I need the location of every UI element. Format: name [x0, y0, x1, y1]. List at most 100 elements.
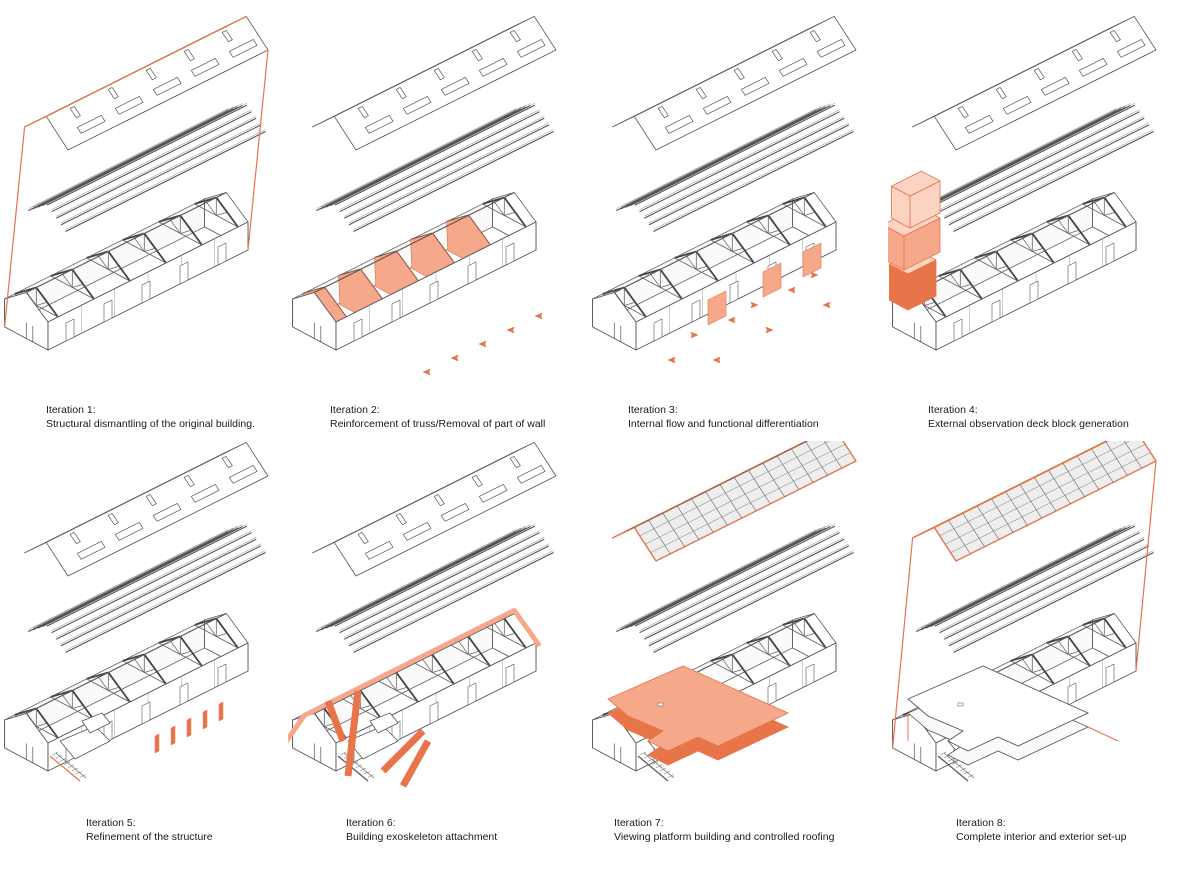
- purlin-edge: [348, 543, 549, 645]
- iteration-8-caption: Iteration 8: Complete interior and exter…: [956, 816, 1126, 844]
- purlin-edge: [51, 530, 252, 631]
- truss-web: [61, 272, 73, 288]
- front-wall-door: [353, 318, 363, 342]
- purlin: [616, 110, 817, 212]
- purlin: [60, 545, 262, 647]
- roof-front-plane: [933, 441, 1157, 562]
- purlin-edge: [625, 526, 826, 627]
- truss-web: [1104, 211, 1116, 216]
- skylight-opening: [76, 541, 106, 560]
- purlin: [620, 529, 822, 631]
- front-wall-door: [467, 261, 477, 285]
- skylight-opening: [357, 106, 369, 119]
- stair-tread: [655, 764, 663, 769]
- truss-web: [504, 211, 516, 216]
- truss-top-chord: [122, 232, 145, 241]
- truss-web: [985, 254, 997, 270]
- iteration-2-drawing: [292, 16, 557, 376]
- truss-web: [768, 229, 780, 234]
- exoskeleton-strut: [344, 690, 362, 777]
- exploded-outline-edge: [912, 526, 935, 539]
- purlin-edge: [51, 109, 252, 210]
- stair-tread: [71, 767, 79, 772]
- truss-top-chord: [1010, 232, 1033, 241]
- purlin: [630, 105, 831, 207]
- skylight-opening: [364, 541, 394, 560]
- purlin: [934, 104, 1136, 206]
- truss-web: [1057, 639, 1069, 655]
- purlin-edge: [620, 106, 822, 208]
- purlin: [334, 525, 536, 627]
- ridge-beam: [26, 612, 227, 714]
- truss-top-chord: [503, 617, 527, 649]
- flow-arrow-icon: [822, 301, 831, 309]
- skylight-opening: [395, 513, 407, 526]
- truss-top-chord: [1082, 196, 1105, 205]
- skylight-opening: [69, 106, 81, 119]
- flow-arrow-icon: [712, 356, 721, 364]
- purlin: [32, 529, 234, 631]
- stair-flight: [637, 755, 669, 782]
- truss-web: [457, 639, 469, 655]
- truss-web: [624, 301, 636, 306]
- flow-arrow-icon: [450, 354, 459, 362]
- truss-web: [180, 650, 192, 655]
- truss-web: [421, 657, 433, 673]
- truss-top-chord: [782, 196, 805, 205]
- iteration-6-drawing: [288, 442, 557, 788]
- flow-arrow-icon: [690, 331, 699, 339]
- iteration-3-title: Iteration 3:: [628, 404, 678, 416]
- iteration-1-title: Iteration 1:: [46, 404, 96, 416]
- purlin-edge: [37, 526, 238, 627]
- observation-block-top-top: [891, 170, 941, 197]
- purlin-edge: [939, 109, 1140, 210]
- truss-web: [180, 229, 192, 234]
- skylight-opening: [440, 503, 470, 522]
- stair-tread: [351, 761, 359, 765]
- stair-flight: [937, 755, 969, 782]
- purlin-edge: [925, 105, 1126, 206]
- truss-top-chord: [158, 214, 181, 223]
- roof-front-plane: [633, 441, 857, 562]
- purlin: [953, 551, 1154, 653]
- truss-web: [696, 265, 708, 270]
- stair-tread: [363, 770, 371, 775]
- truss-web: [396, 686, 408, 691]
- front-wall-door: [391, 299, 401, 323]
- front-wall-door: [467, 682, 477, 706]
- purlin-edge: [316, 108, 517, 209]
- truss-top-chord: [35, 707, 59, 739]
- purlin: [28, 531, 229, 633]
- skylight-opening: [357, 532, 369, 545]
- truss-top-chord: [194, 196, 217, 205]
- truss-web: [1093, 200, 1105, 216]
- flow-arrow-icon: [787, 286, 796, 294]
- exploded-outline-edge: [24, 115, 47, 128]
- stair-tread: [63, 761, 71, 765]
- purlin: [639, 532, 840, 634]
- iteration-2-panel: Iteration 2: Reinforcement of truss/Remo…: [288, 0, 588, 441]
- truss-top-chord: [746, 214, 769, 223]
- purlin: [316, 110, 517, 212]
- stair-tread: [67, 764, 75, 769]
- purlin: [353, 551, 554, 653]
- skylight-opening: [509, 30, 521, 43]
- iteration-5-title: Iteration 5:: [86, 817, 136, 829]
- skylight-opening: [183, 475, 195, 488]
- purlin: [51, 532, 252, 634]
- truss-web: [108, 265, 120, 270]
- truss-top-chord: [86, 250, 109, 259]
- skylight-opening: [402, 96, 432, 115]
- truss-top-chord: [1067, 214, 1091, 246]
- truss-web: [36, 301, 48, 306]
- truss-web: [144, 668, 156, 673]
- purlin: [925, 106, 1126, 208]
- truss-top-chord: [50, 689, 73, 698]
- iteration-7-drawing: [592, 441, 857, 782]
- skylight-opening: [76, 115, 106, 134]
- iteration-3-caption: Iteration 3: Internal flow and functiona…: [628, 403, 819, 431]
- stair-tread: [939, 751, 947, 756]
- purlin: [325, 527, 526, 629]
- truss-web: [504, 632, 516, 637]
- purlin-edge: [648, 122, 849, 224]
